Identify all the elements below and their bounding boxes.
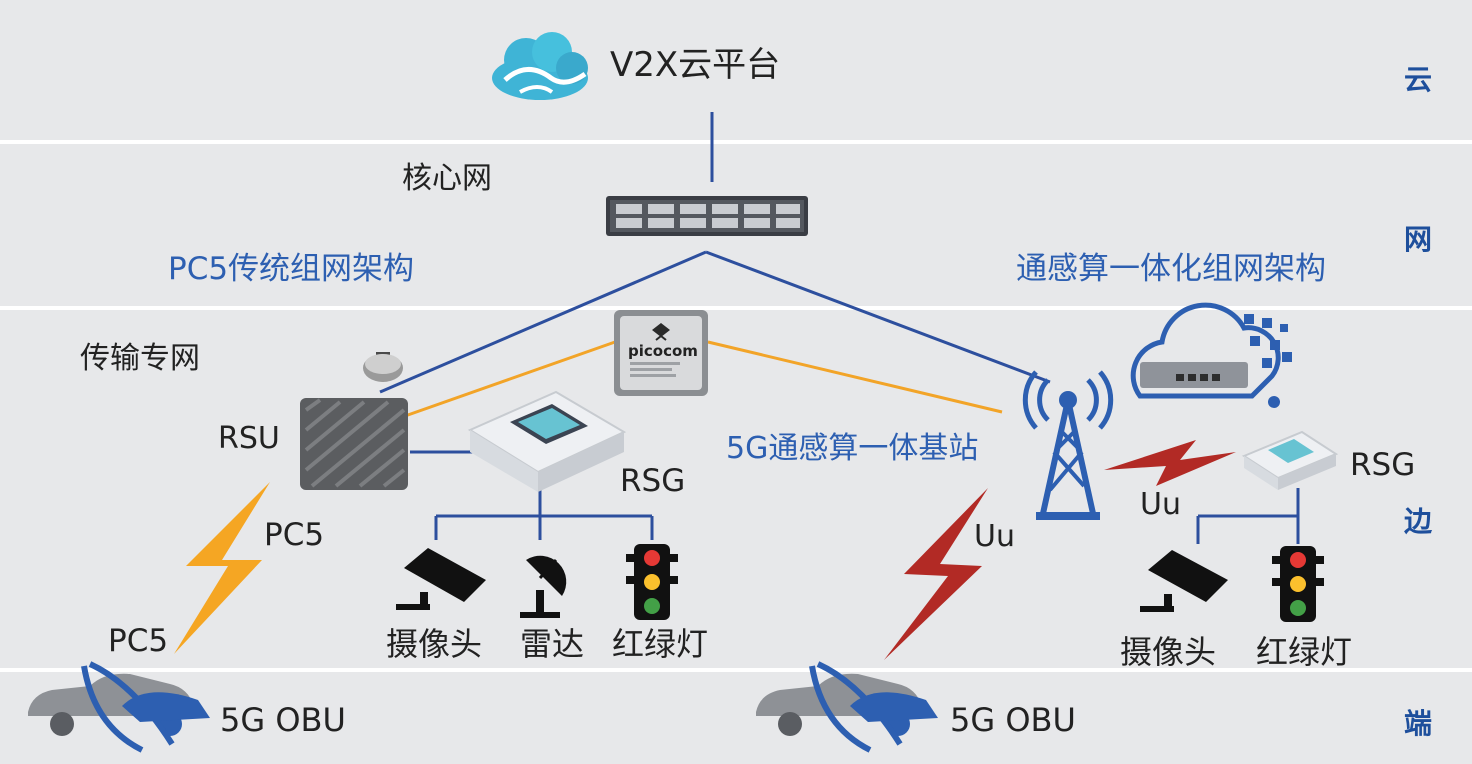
edge-cloud-icon bbox=[1130, 302, 1292, 408]
pc5-upper-label: PC5 bbox=[264, 517, 325, 553]
picocom-chip-icon bbox=[614, 310, 708, 396]
cloud-platform-label: V2X云平台 bbox=[610, 45, 781, 85]
pc5-lower-label: PC5 bbox=[108, 623, 169, 659]
obu-left-label: 5G OBU bbox=[220, 701, 346, 739]
vehicle-icon-left bbox=[28, 661, 210, 753]
link-core-basestation bbox=[705, 250, 1051, 384]
link-core-rsu bbox=[379, 250, 707, 394]
layer-cloud-label: 云 bbox=[1404, 63, 1433, 96]
rsg-icon-left bbox=[467, 390, 627, 492]
radar-icon bbox=[520, 555, 567, 618]
rsu-label: RSU bbox=[218, 421, 280, 456]
core-network-label: 核心网 bbox=[402, 161, 492, 196]
integrated-network-title: 通感算一体化组网架构 bbox=[1016, 251, 1326, 287]
traffic-light-left-label: 红绿灯 bbox=[612, 625, 709, 663]
layer-network-label: 网 bbox=[1404, 223, 1433, 256]
traffic-light-icon-right bbox=[1272, 546, 1324, 622]
radar-label: 雷达 bbox=[520, 625, 585, 663]
camera-icon-right bbox=[1140, 550, 1228, 612]
camera-icon-left bbox=[396, 548, 486, 610]
vehicle-icon-right bbox=[756, 661, 938, 753]
base-station-label: 5G通感算一体基站 bbox=[726, 431, 979, 466]
chip-brand-label: picocom bbox=[628, 342, 698, 360]
cloud-layer-band bbox=[0, 0, 1472, 140]
base-station-icon bbox=[1022, 370, 1114, 520]
traffic-light-icon-left bbox=[626, 544, 678, 620]
pc5-traditional-title: PC5传统组网架构 bbox=[168, 251, 415, 287]
link-chip-rsu bbox=[404, 340, 616, 418]
rsg-left-label: RSG bbox=[620, 463, 686, 499]
cloud-icon bbox=[492, 32, 588, 100]
connection-lines bbox=[379, 112, 1300, 544]
transport-network-label: 传输专网 bbox=[80, 341, 200, 376]
uu-lightning-right-icon bbox=[1104, 440, 1236, 486]
uu-left-label: Uu bbox=[974, 519, 1015, 554]
uu-lightning-left-icon bbox=[884, 488, 988, 660]
layer-terminal-label: 端 bbox=[1404, 707, 1433, 740]
rsg-right-label: RSG bbox=[1350, 447, 1416, 483]
camera-right-label: 摄像头 bbox=[1120, 633, 1217, 671]
obu-right-label: 5G OBU bbox=[950, 701, 1076, 739]
traffic-light-right-label: 红绿灯 bbox=[1256, 633, 1353, 671]
core-server-icon bbox=[606, 196, 808, 236]
terminal-layer-band bbox=[0, 672, 1472, 764]
link-chip-basestation bbox=[707, 340, 1003, 414]
rsg-icon-right bbox=[1241, 430, 1339, 490]
camera-left-label: 摄像头 bbox=[386, 625, 483, 663]
uu-right-label: Uu bbox=[1140, 487, 1181, 522]
rsu-icon bbox=[300, 352, 408, 490]
layer-edge-label: 边 bbox=[1404, 505, 1433, 538]
pc5-lightning-icon bbox=[174, 482, 270, 654]
